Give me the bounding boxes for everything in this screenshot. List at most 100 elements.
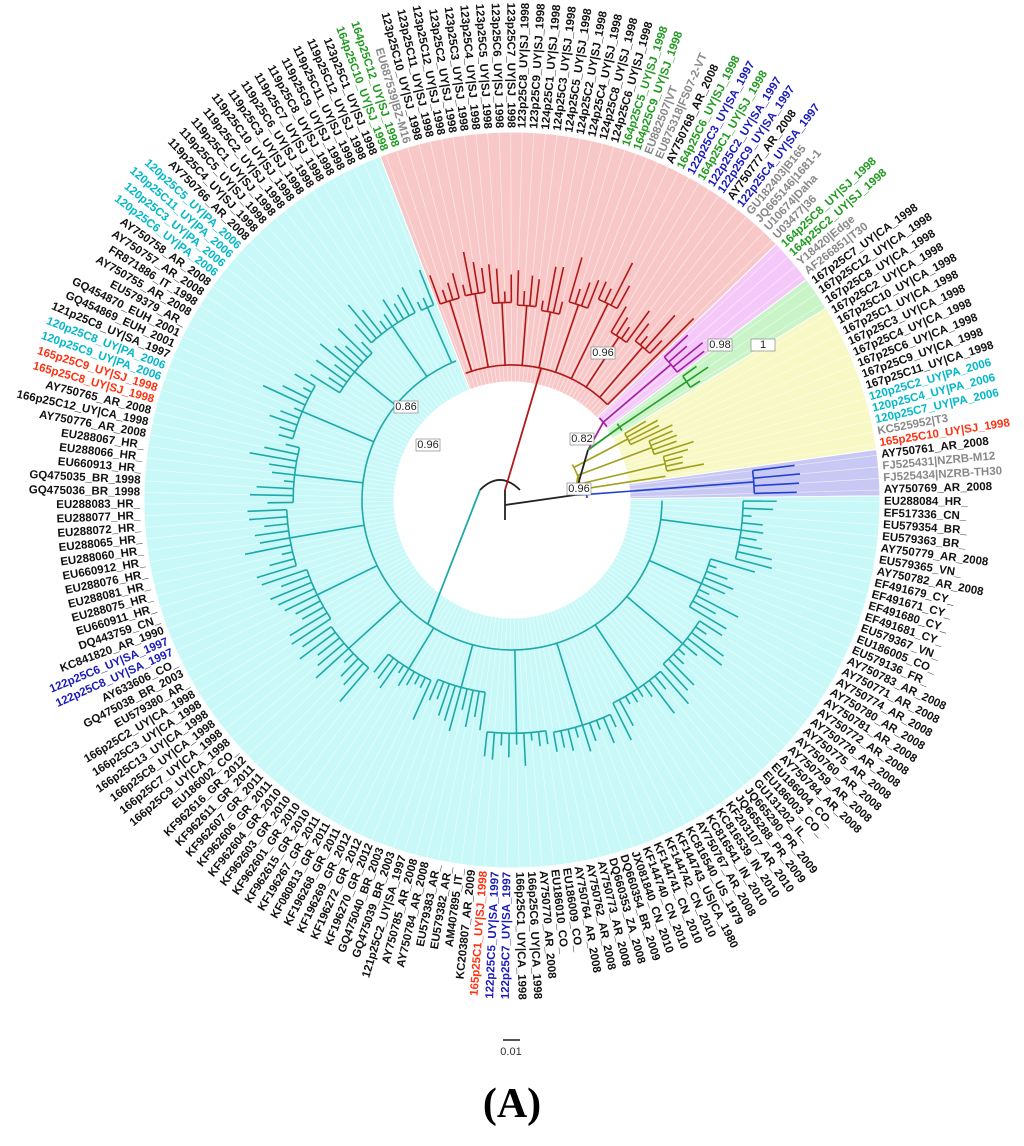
leaf-label: AY750769_AR_2008: [884, 481, 993, 496]
leaf-guide-line: [429, 141, 487, 386]
terminal-branch: [516, 270, 520, 306]
terminal-branch: [278, 433, 294, 440]
terminal-branch: [436, 681, 445, 700]
leaf-guide-line: [608, 566, 816, 710]
terminal-branch: [284, 594, 318, 612]
terminal-branch: [735, 557, 772, 570]
terminal-branch: [462, 284, 467, 296]
terminal-branch: [249, 515, 288, 521]
leaf-guide-line: [514, 132, 523, 383]
leaf-label: GQ475035_BR_1998: [29, 469, 141, 487]
terminal-branch: [552, 732, 558, 752]
leaf-guide-line: [592, 231, 765, 415]
leaf-guide-line: [452, 136, 494, 384]
internal-branch: [577, 446, 652, 477]
terminal-branch: [662, 663, 689, 691]
internal-branch: [599, 346, 644, 398]
terminal-branch: [315, 647, 350, 679]
terminal-branch: [247, 508, 287, 513]
leaf-guide-line: [187, 325, 409, 445]
terminal-branch: [315, 359, 348, 383]
terminal-branch: [483, 731, 488, 757]
backbone-branch: [426, 489, 481, 625]
terminal-branch: [586, 279, 600, 309]
leaf-guide-line: [396, 150, 476, 389]
terminal-branch: [616, 285, 631, 309]
terminal-branch: [663, 334, 689, 358]
terminal-branch: [302, 626, 332, 648]
terminal-branch: [294, 373, 316, 387]
terminal-branch: [270, 581, 312, 601]
backbone-branch: [504, 494, 576, 506]
internal-branch: [573, 438, 629, 469]
terminal-branch: [256, 485, 294, 490]
leaf-guide-line: [571, 182, 700, 399]
internal-branch: [626, 595, 684, 645]
leaf-guide-line: [382, 610, 471, 845]
terminal-branch: [653, 440, 694, 456]
terminal-branch: [650, 434, 678, 447]
terminal-branch: [405, 671, 415, 686]
terminal-branch: [692, 600, 717, 615]
terminal-branch: [262, 384, 306, 406]
terminal-branch: [568, 257, 583, 303]
bootstrap-box: [750, 338, 776, 352]
terminal-branch: [437, 683, 451, 716]
terminal-branch: [537, 731, 541, 747]
internal-arc: [285, 509, 298, 566]
internal-arc: [292, 447, 301, 503]
internal-branch: [556, 642, 584, 726]
terminal-branch: [295, 600, 321, 615]
terminal-branch: [285, 443, 300, 449]
leaf-guide-line: [607, 283, 811, 432]
terminal-branch: [710, 558, 756, 573]
leaf-guide-line: [597, 247, 781, 420]
internal-branch: [660, 518, 742, 531]
terminal-branch: [441, 289, 448, 303]
leaf-guide-line: [350, 605, 461, 831]
internal-arc: [306, 569, 332, 620]
terminal-branch: [301, 606, 324, 620]
internal-branch: [521, 305, 528, 366]
terminal-branch: [540, 300, 544, 311]
terminal-branch: [249, 451, 297, 463]
terminal-branch: [663, 448, 689, 458]
leaf-guide-line: [628, 443, 876, 483]
terminal-branch: [299, 631, 336, 660]
terminal-branch: [373, 653, 390, 673]
terminal-branch: [282, 385, 309, 400]
leaf-guide-line: [233, 258, 424, 423]
internal-branch: [585, 336, 620, 388]
terminal-branch: [708, 564, 717, 569]
internal-branch: [426, 307, 453, 363]
terminal-branch: [259, 537, 290, 544]
terminal-branch: [412, 679, 432, 720]
terminal-branch: [317, 637, 341, 656]
terminal-branch: [737, 550, 772, 561]
terminal-branch: [738, 543, 763, 550]
leaf-guide-line: [329, 602, 454, 821]
terminal-branch: [672, 341, 704, 368]
leaf-guide-line: [360, 607, 464, 836]
internal-arc: [486, 730, 546, 735]
terminal-branch: [249, 493, 294, 497]
bootstrap-value: 0.86: [395, 401, 416, 413]
leaf-label: EU288084_HR_: [884, 496, 968, 508]
leaf-guide-line: [580, 595, 726, 800]
leaf-guide-line: [371, 608, 468, 841]
backbone-branch: [587, 426, 621, 451]
terminal-branch: [451, 272, 460, 299]
terminal-branch: [328, 377, 344, 388]
terminal-branch: [634, 323, 650, 342]
leaf-guide-line: [574, 188, 710, 401]
terminal-branch: [446, 282, 454, 301]
root-arc: [479, 479, 521, 491]
terminal-branch: [462, 251, 473, 295]
terminal-branch: [443, 685, 457, 722]
internal-branch: [448, 300, 473, 372]
terminal-branch: [377, 657, 395, 679]
internal-arc: [440, 297, 460, 305]
internal-arc: [612, 670, 661, 704]
internal-arc: [734, 501, 744, 559]
leaf-guide-line: [460, 616, 497, 865]
